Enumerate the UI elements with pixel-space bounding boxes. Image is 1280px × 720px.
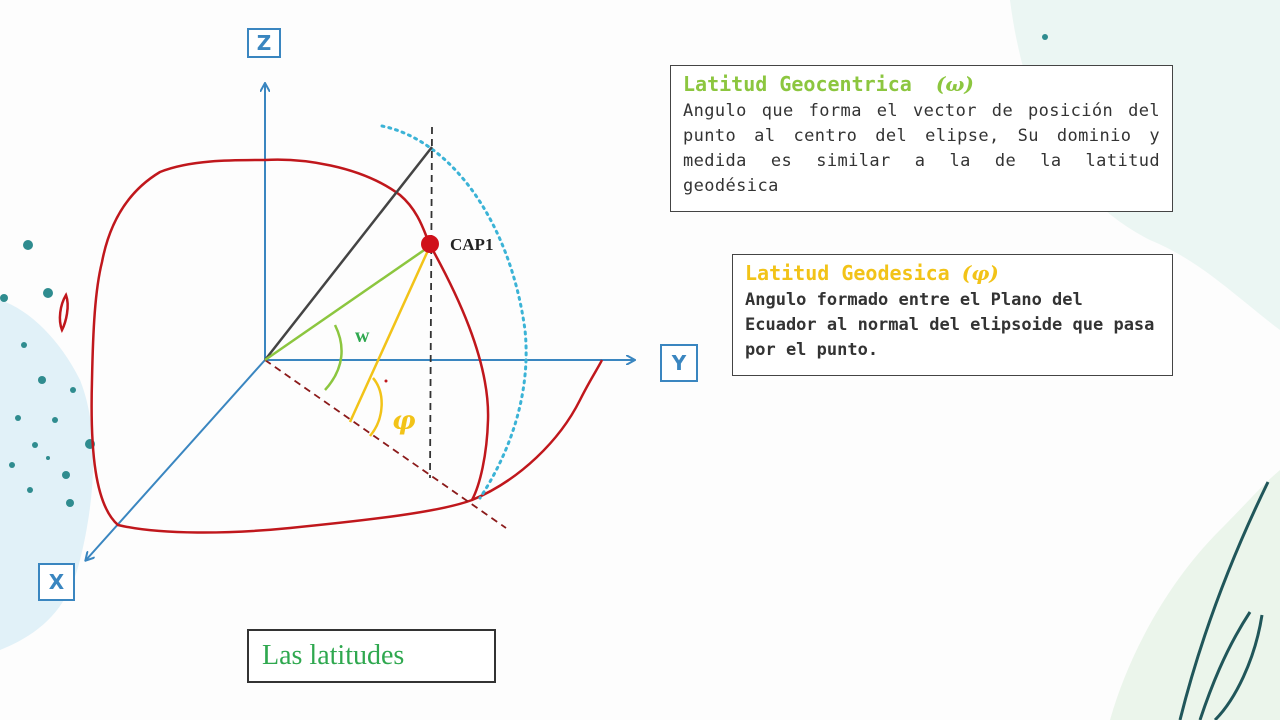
geodesic-angle-label: φ bbox=[392, 406, 416, 436]
caption-box: Las latitudes bbox=[247, 629, 496, 683]
watercolor-bottom-right bbox=[1110, 470, 1280, 720]
x-axis-text: X bbox=[48, 570, 65, 594]
vertical-projection-line bbox=[429, 126, 433, 479]
leaf-stroke-3 bbox=[1213, 614, 1264, 720]
geodesic-angle-arc bbox=[369, 377, 383, 437]
geocentric-vector bbox=[264, 244, 431, 362]
geodesic-normal bbox=[348, 245, 432, 423]
leaf-stroke-1 bbox=[1178, 481, 1270, 720]
x-axis bbox=[86, 359, 266, 560]
x-axis-label: X bbox=[38, 563, 75, 601]
y-axis-label: Y bbox=[660, 344, 698, 382]
z-axis-label: Z bbox=[247, 28, 281, 58]
geocentric-info-box: Latitud Geocentrica (ω) Angulo que forma… bbox=[670, 65, 1173, 212]
geocentric-title: Latitud Geocentrica (ω) bbox=[683, 72, 1160, 96]
ellipsoid-outline bbox=[90, 158, 490, 534]
red-scribble bbox=[58, 292, 69, 334]
geocentric-symbol: (ω) bbox=[935, 72, 974, 96]
radius-line bbox=[264, 146, 433, 361]
y-axis-text: Y bbox=[671, 351, 687, 375]
geodesic-title-text: Latitud Geodesica bbox=[745, 261, 950, 285]
geocentric-angle-arc bbox=[324, 324, 343, 391]
point-label: CAP1 bbox=[450, 235, 494, 254]
geodesic-description: Angulo formado entre el Plano del Ecuado… bbox=[745, 290, 1155, 360]
geodesic-info-box: Latitud Geodesica (φ) Angulo formado ent… bbox=[732, 254, 1173, 376]
geodesic-title: Latitud Geodesica (φ) bbox=[745, 261, 1160, 285]
equatorial-plane-line bbox=[264, 359, 507, 529]
point-cap1-marker bbox=[421, 235, 439, 253]
small-dot bbox=[384, 379, 388, 383]
geocentric-title-text: Latitud Geocentrica bbox=[683, 72, 912, 96]
geodesic-symbol: (φ) bbox=[961, 261, 999, 285]
geocentric-angle-label: w bbox=[355, 325, 370, 347]
z-axis-text: Z bbox=[256, 31, 272, 55]
paint-dots bbox=[0, 34, 1048, 507]
leaf-stroke-2 bbox=[1198, 611, 1252, 720]
caption-text: Las latitudes bbox=[262, 640, 405, 671]
geocentric-description: Angulo que forma el vector de posición d… bbox=[683, 101, 1160, 196]
meridian-arc bbox=[380, 124, 528, 500]
watercolor-left bbox=[0, 300, 94, 650]
ellipsoid-equator-back bbox=[471, 359, 604, 502]
